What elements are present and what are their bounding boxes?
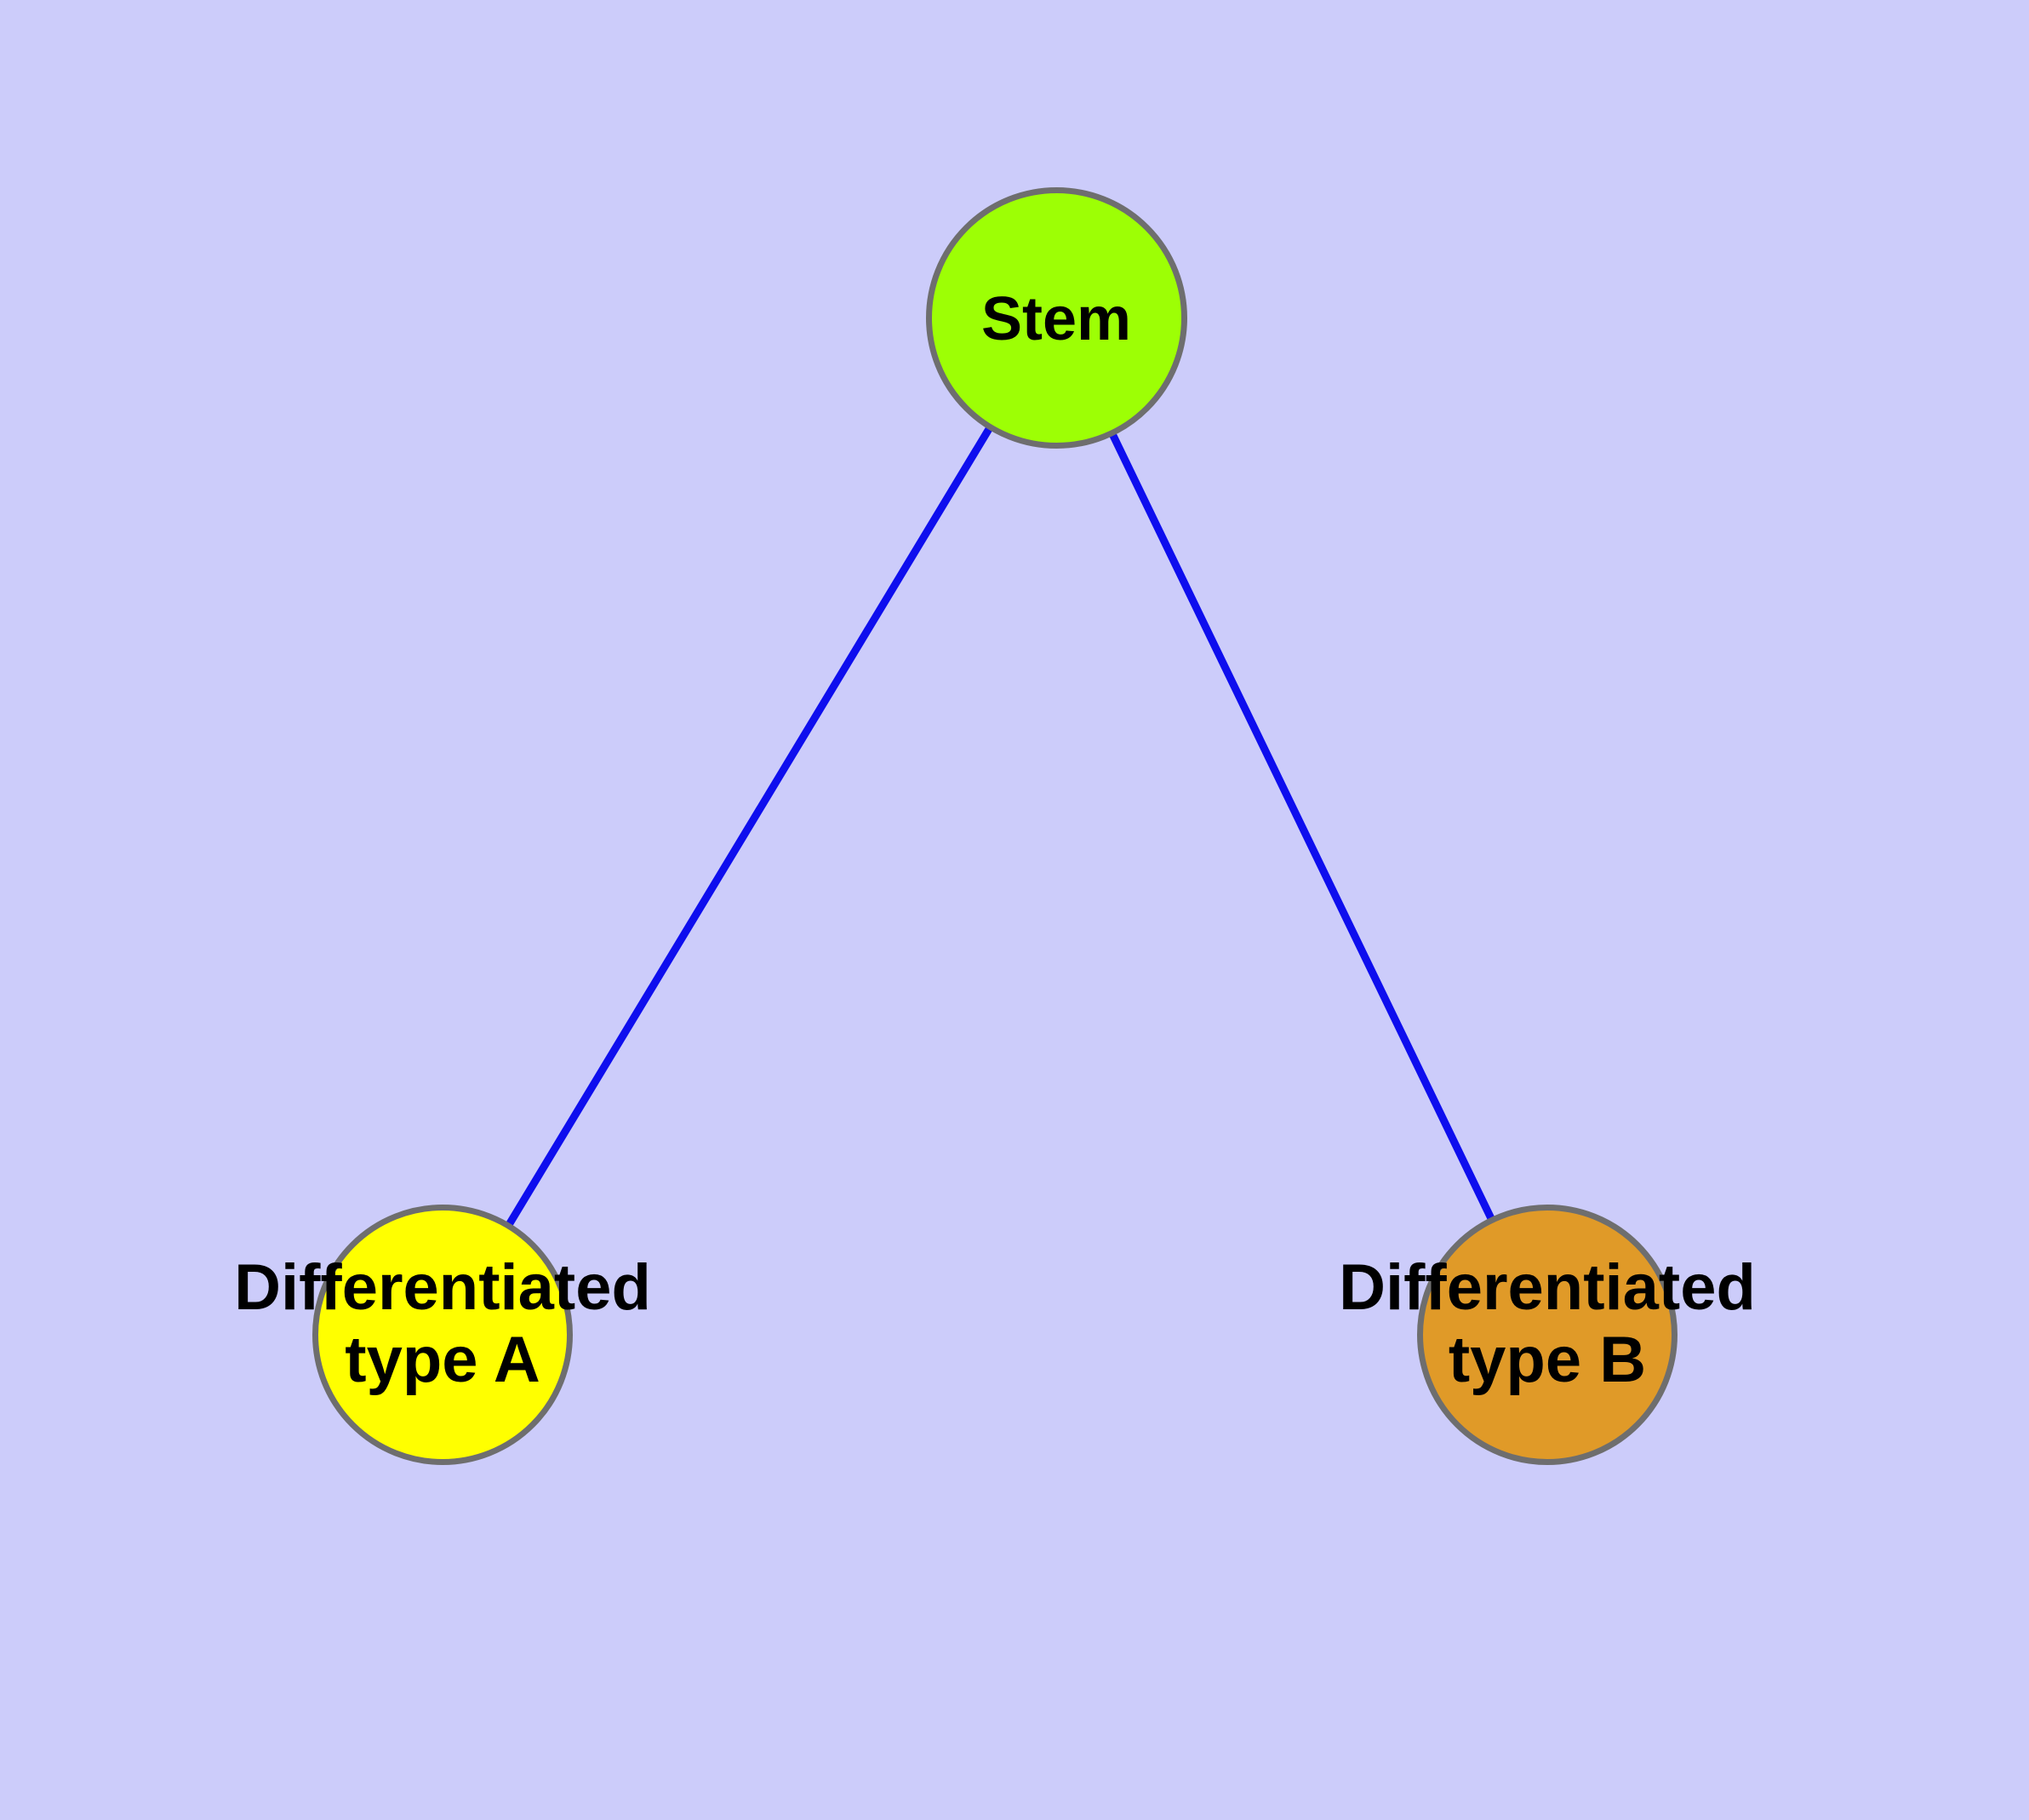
edge-stem-to-type-a xyxy=(439,315,1060,1337)
node-differentiated-type-a[interactable] xyxy=(312,1205,573,1465)
node-differentiated-type-b[interactable] xyxy=(1417,1205,1677,1465)
node-stem[interactable] xyxy=(925,186,1187,449)
edge-stem-to-type-b xyxy=(1052,316,1552,1336)
